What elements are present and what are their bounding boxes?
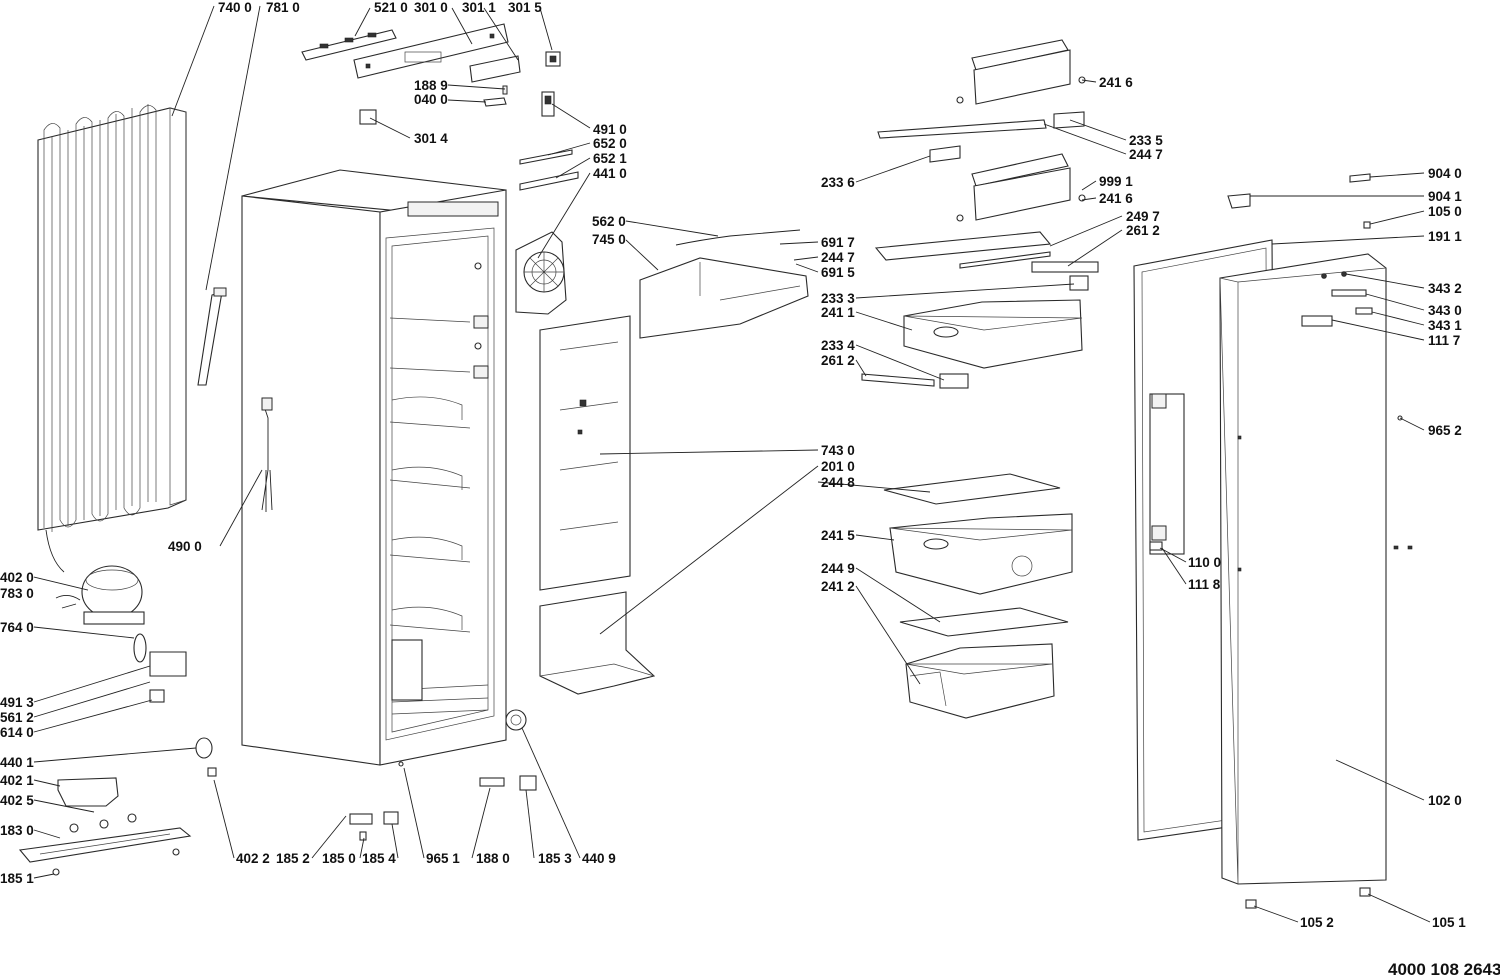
part-label: 745 0	[592, 232, 626, 247]
part-label: 241 6	[1099, 191, 1133, 206]
part-label: 185 2	[276, 851, 310, 866]
part-label: 965 1	[426, 851, 460, 866]
part-label: 102 0	[1428, 793, 1462, 808]
part-label: 301 0	[414, 0, 448, 15]
glass-shelf-2448	[883, 473, 1061, 505]
part-label: 111 8	[1188, 577, 1221, 592]
part-label: 343 1	[1428, 318, 1462, 333]
crisper-drawer-2411	[861, 275, 1089, 389]
part-label: 249 7	[1126, 209, 1160, 224]
part-label: 652 1	[593, 151, 627, 166]
drain-tube	[197, 287, 227, 386]
evaporator-fan	[515, 231, 567, 315]
part-label: 201 0	[821, 459, 855, 474]
small-parts-top	[359, 85, 579, 191]
misc-bottom-left	[18, 709, 537, 876]
part-label: 402 2	[236, 851, 270, 866]
control-housing-3010	[353, 23, 509, 79]
part-label: 562 0	[592, 214, 626, 229]
part-label: 614 0	[0, 725, 34, 740]
part-label: 105 1	[1432, 915, 1466, 930]
part-label: 743 0	[821, 443, 855, 458]
part-label: 561 2	[0, 710, 34, 725]
part-label: 105 0	[1428, 204, 1462, 219]
air-duct-7450	[639, 229, 809, 339]
part-label: 105 2	[1300, 915, 1334, 930]
part-label: 652 0	[593, 136, 627, 151]
drawer-2412	[905, 643, 1055, 719]
part-label: 244 7	[821, 250, 855, 265]
relay-box	[149, 651, 187, 703]
part-label: 521 0	[374, 0, 408, 15]
part-label: 402 1	[0, 773, 34, 788]
part-label: 490 0	[168, 539, 202, 554]
part-label: 740 0	[218, 0, 252, 15]
part-label: 904 0	[1428, 166, 1462, 181]
document-number: 4000 108 26431	[1388, 960, 1500, 979]
part-label: 241 5	[821, 528, 855, 543]
switch-3015	[545, 51, 561, 67]
part-label: 191 1	[1428, 229, 1462, 244]
drawer-2415	[889, 513, 1073, 595]
part-label: 233 6	[821, 175, 855, 190]
part-label: 233 3	[821, 291, 855, 306]
part-label: 241 6	[1099, 75, 1133, 90]
part-label: 441 0	[593, 166, 627, 181]
part-label: 764 0	[0, 620, 34, 635]
condenser-coil	[37, 104, 187, 573]
part-labels: 740 0 781 0 521 0 301 0 301 1 301 5 188 …	[0, 0, 1466, 930]
part-label: 244 8	[821, 475, 855, 490]
part-label: 185 4	[362, 851, 396, 866]
part-label: 904 1	[1428, 189, 1462, 204]
part-label: 301 4	[414, 131, 448, 146]
shelf-frames-top	[874, 39, 1099, 273]
part-label: 999 1	[1099, 174, 1133, 189]
part-label: 261 2	[1126, 223, 1160, 238]
part-label: 185 0	[322, 851, 356, 866]
evaporator-cover-7430	[539, 315, 631, 591]
cabinet	[241, 169, 507, 766]
part-label: 781 0	[266, 0, 300, 15]
part-label: 233 5	[1129, 133, 1163, 148]
part-label: 402 0	[0, 570, 34, 585]
part-label: 185 1	[0, 871, 34, 886]
part-label: 491 0	[593, 122, 627, 137]
part-label: 244 9	[821, 561, 855, 576]
part-label: 440 1	[0, 755, 34, 770]
part-label: 183 0	[0, 823, 34, 838]
part-label: 491 3	[0, 695, 34, 710]
part-label: 965 2	[1428, 423, 1462, 438]
control-cover-3011	[469, 55, 521, 83]
bottom-cover-2010	[539, 591, 656, 695]
part-label: 301 1	[462, 0, 496, 15]
door-panel-1020	[1219, 253, 1413, 885]
part-label: 233 4	[821, 338, 855, 353]
part-label: 040 0	[414, 92, 448, 107]
part-label: 301 5	[508, 0, 542, 15]
part-label: 343 2	[1428, 281, 1462, 296]
leader-lines	[33, 5, 1431, 923]
filter-drier	[133, 633, 147, 663]
part-label: 783 0	[0, 586, 34, 601]
part-label: 111 7	[1428, 333, 1460, 348]
part-label: 185 3	[538, 851, 572, 866]
part-label: 691 7	[821, 235, 855, 250]
part-label: 244 7	[1129, 147, 1163, 162]
control-board-5210	[301, 29, 397, 61]
compressor	[55, 565, 145, 625]
part-label: 241 2	[821, 579, 855, 594]
part-label: 440 9	[582, 851, 616, 866]
door-hinges	[1227, 173, 1371, 909]
part-label: 188 0	[476, 851, 510, 866]
part-label: 188 9	[414, 78, 448, 93]
part-label: 691 5	[821, 265, 855, 280]
part-label: 402 5	[0, 793, 34, 808]
glass-shelf-2449	[899, 607, 1069, 637]
part-label: 343 0	[1428, 303, 1462, 318]
part-label: 241 1	[821, 305, 855, 320]
part-label: 110 0	[1188, 555, 1221, 570]
part-label: 261 2	[821, 353, 855, 368]
